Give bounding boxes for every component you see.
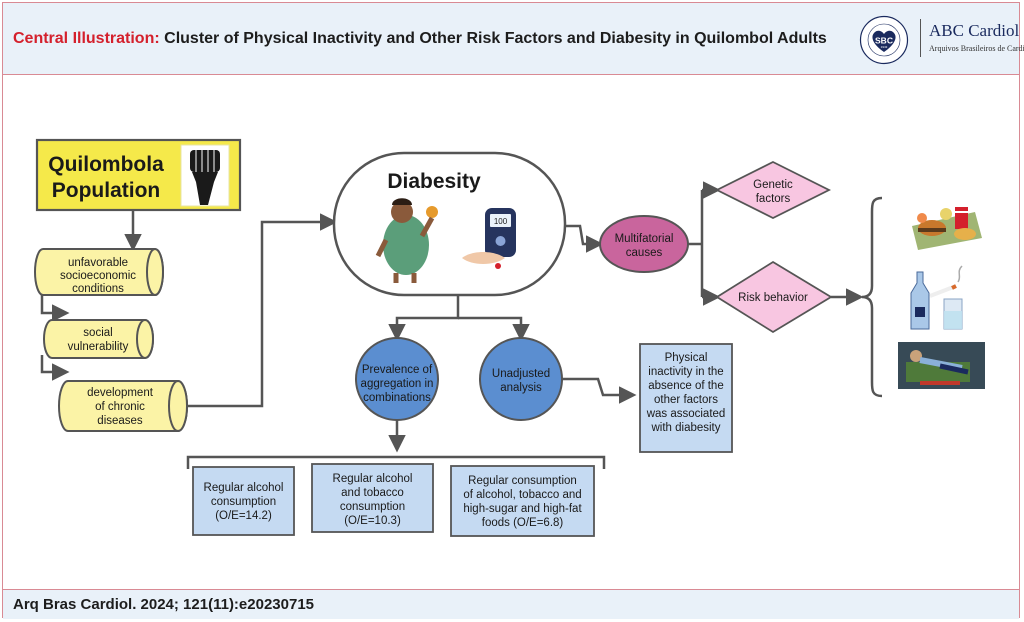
physical-line6: with diabesity bbox=[650, 422, 720, 434]
journal-subtitle: Arquivos Brasileiros de Cardiologia bbox=[929, 44, 1024, 53]
result-box-alcohol: Regular alcohol consumption (O/E=14.2) bbox=[192, 466, 295, 536]
physical-line3: absence of the bbox=[648, 380, 723, 392]
figure-title: Central Illustration: Cluster of Physica… bbox=[13, 30, 827, 48]
scroll-chronic-line2: of chronic bbox=[95, 401, 145, 413]
scroll-socioeconomic-line2: socioeconomic bbox=[60, 270, 136, 282]
unadjusted-line1: Unadjusted bbox=[492, 368, 550, 380]
raised-fist-icon bbox=[180, 144, 230, 207]
sbc-seal-logo: SBC 1943 bbox=[859, 15, 909, 65]
footer-bar: Arq Bras Cardiol. 2024; 121(11):e2023071… bbox=[3, 589, 1019, 619]
connector-arrows bbox=[40, 181, 864, 453]
result-tobacco-line3: consumption bbox=[340, 501, 405, 513]
result-tobacco-line2: and tobacco bbox=[341, 487, 404, 499]
unadjusted-line2: analysis bbox=[500, 382, 542, 394]
scroll-socioeconomic: unfavorable socioeconomic conditions bbox=[34, 248, 164, 296]
diabesity-title: Diabesity bbox=[387, 170, 481, 193]
prevalence-line2: aggregation in bbox=[361, 378, 434, 390]
result-box-alcohol-tobacco: Regular alcohol and tobacco consumption … bbox=[311, 463, 434, 533]
svg-text:1943: 1943 bbox=[881, 45, 888, 49]
obese-woman-icon bbox=[375, 198, 438, 283]
results-bracket bbox=[186, 455, 606, 469]
svg-text:SBC: SBC bbox=[875, 36, 893, 46]
genetic-line1: Genetic bbox=[753, 179, 793, 191]
scroll-socioeconomic-line1: unfavorable bbox=[68, 257, 128, 269]
genetic-line2: factors bbox=[756, 193, 791, 205]
result-alcohol-line3: (O/E=14.2) bbox=[215, 510, 272, 522]
physical-inactivity-box: Physical inactivity in the absence of th… bbox=[639, 343, 733, 453]
result-tobacco-line1: Regular alcohol bbox=[333, 473, 413, 485]
physical-line2: inactivity in the bbox=[648, 366, 723, 378]
prevalence-node: Prevalence of aggregation in combination… bbox=[355, 337, 439, 421]
glucometer-reading: 100 bbox=[494, 217, 508, 226]
result-combined-line4: foods (O/E=6.8) bbox=[482, 517, 564, 529]
result-tobacco-line4: (O/E=10.3) bbox=[344, 515, 401, 527]
result-box-combined: Regular consumption of alcohol, tobacco … bbox=[450, 465, 595, 537]
physical-line4: other factors bbox=[654, 394, 718, 406]
scroll-chronic-line3: diseases bbox=[97, 415, 143, 427]
multifatorial-line1: Multifatorial bbox=[615, 233, 674, 245]
risk-behavior-label: Risk behavior bbox=[738, 292, 808, 304]
scroll-chronic-diseases: development of chronic diseases bbox=[58, 380, 188, 432]
diabesity-node: Diabesity 100 bbox=[332, 151, 567, 297]
physical-line1: Physical bbox=[665, 352, 708, 364]
prevalence-line1: Prevalence of bbox=[362, 364, 433, 376]
scroll-chronic-line1: development bbox=[87, 387, 154, 399]
citation-text: Arq Bras Cardiol. 2024; 121(11):e2023071… bbox=[13, 596, 315, 613]
result-combined-line3: high-sugar and high-fat bbox=[463, 503, 582, 515]
scroll-social-line2: vulnerability bbox=[68, 341, 129, 353]
risk-behavior-diamond: Risk behavior bbox=[715, 260, 833, 334]
genetic-factors-diamond: Genetic factors bbox=[714, 160, 832, 220]
population-title-line1: Quilombola bbox=[48, 153, 164, 176]
alcohol-tobacco-icon bbox=[910, 265, 963, 330]
scroll-social-vulnerability: social vulnerability bbox=[43, 319, 154, 359]
population-box: Quilombola Population bbox=[35, 138, 242, 212]
glucometer-icon: 100 bbox=[462, 208, 516, 269]
scroll-social-line1: social bbox=[83, 327, 112, 339]
junk-food-icon bbox=[912, 207, 982, 250]
journal-name: ABC Cardiol bbox=[929, 21, 1020, 40]
logo-divider bbox=[920, 19, 921, 57]
unadjusted-analysis-node: Unadjusted analysis bbox=[479, 337, 563, 421]
result-combined-line1: Regular consumption bbox=[468, 475, 577, 487]
result-alcohol-line1: Regular alcohol bbox=[204, 482, 284, 494]
multifatorial-node: Multifatorial causes bbox=[599, 215, 689, 273]
title-lead: Central Illustration: bbox=[13, 30, 160, 47]
physical-line5: was associated bbox=[646, 408, 726, 420]
sedentary-person-icon bbox=[898, 342, 985, 389]
header-bar: Central Illustration: Cluster of Physica… bbox=[3, 3, 1024, 75]
population-title-line2: Population bbox=[52, 179, 161, 202]
risk-curly-brace bbox=[861, 196, 883, 398]
prevalence-line3: combinations bbox=[363, 392, 431, 404]
result-combined-line2: of alcohol, tobacco and bbox=[463, 489, 581, 501]
scroll-socioeconomic-line3: conditions bbox=[72, 283, 124, 295]
title-text: Cluster of Physical Inactivity and Other… bbox=[164, 30, 827, 47]
multifatorial-line2: causes bbox=[626, 247, 663, 259]
result-alcohol-line2: consumption bbox=[211, 496, 276, 508]
